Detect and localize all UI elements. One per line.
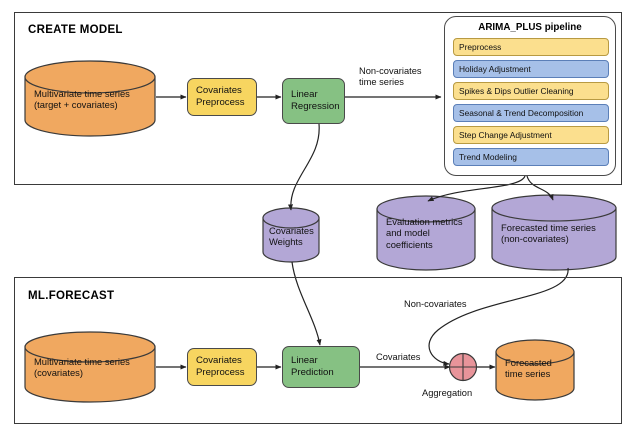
edge-label-noncovariates-time-series: Non-covariates time series: [359, 66, 422, 88]
box-covariates-preprocess-create[interactable]: Covariates Preprocess: [187, 78, 257, 116]
aggregation-label: Aggregation: [422, 388, 473, 398]
cylinder-multivariate-target-covariates: [24, 60, 156, 137]
edge-forecasted-noncovariates-to-aggregation: [428, 267, 569, 366]
edge-label-noncovariates: Non-covariates: [404, 299, 467, 309]
pipeline-step-step-change-adjustment[interactable]: Step Change Adjustment: [453, 126, 609, 144]
section-frame-create-model: [14, 12, 622, 185]
pipeline-step-seasonal-trend-decomposition[interactable]: Seasonal & Trend Decomposition: [453, 104, 609, 122]
box-covariates-preprocess-forecast[interactable]: Covariates Preprocess: [187, 348, 257, 386]
cylinder-multivariate-covariates: [24, 331, 156, 403]
pipeline-step-holiday-adjustment[interactable]: Holiday Adjustment: [453, 60, 609, 78]
pipeline-step-preprocess[interactable]: Preprocess: [453, 38, 609, 56]
cylinder-evaluation-metrics: [376, 195, 476, 271]
pipeline-title: ARIMA_PLUS pipeline: [478, 22, 582, 33]
pipeline-step-spikes-dips-outlier-cleaning[interactable]: Spikes & Dips Outlier Cleaning: [453, 82, 609, 100]
edge-pipeline-to-forecasted-noncovariates: [526, 175, 554, 201]
edge-weights-to-linear-prediction: [291, 261, 322, 346]
aggregation-node-icon: [448, 352, 478, 382]
section-frame-ml-forecast: [14, 277, 622, 424]
box-linear-regression[interactable]: Linear Regression: [282, 78, 345, 124]
arima-plus-pipeline-container[interactable]: ARIMA_PLUS pipeline Preprocess Holiday A…: [444, 16, 616, 176]
edge-regression-to-covariates-weights: [287, 123, 320, 211]
cylinder-forecasted-noncovariates: [491, 194, 617, 271]
edge-label-covariates: Covariates: [376, 352, 421, 362]
cylinder-forecasted-time-series: [495, 339, 575, 401]
pipeline-step-trend-modeling[interactable]: Trend Modeling: [453, 148, 609, 166]
section-title-ml-forecast: ML.FORECAST: [28, 290, 115, 302]
edge-pipeline-to-evaluation-metrics: [427, 175, 526, 202]
box-linear-prediction[interactable]: Linear Prediction: [282, 346, 360, 388]
cylinder-covariates-weights: [262, 207, 320, 263]
section-title-create-model: CREATE MODEL: [28, 24, 123, 36]
